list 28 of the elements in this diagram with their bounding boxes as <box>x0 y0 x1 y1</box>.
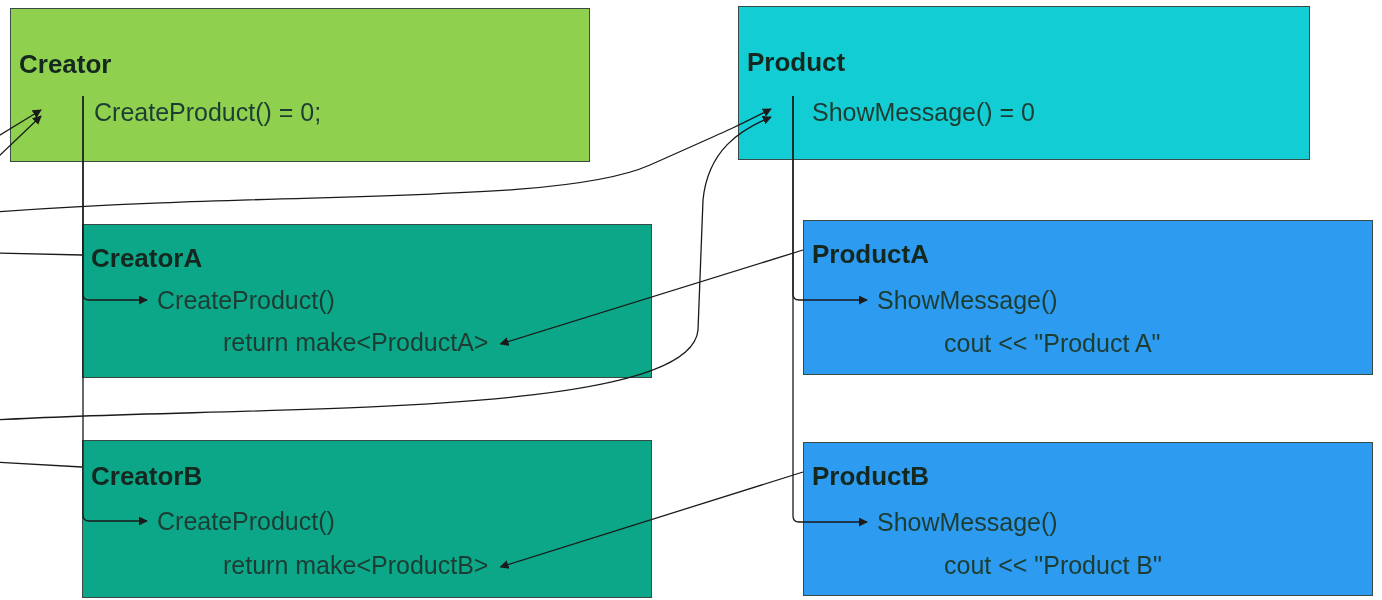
method-text: cout << "Product A" <box>944 329 1161 357</box>
method-text: ShowMessage() <box>877 286 1058 314</box>
method-text: CreateProduct() = 0; <box>94 98 322 126</box>
class-box <box>10 8 590 162</box>
class-name: CreatorA <box>91 243 203 274</box>
class-name: ProductA <box>812 239 929 270</box>
method-text: cout << "Product B" <box>944 551 1162 579</box>
method-text: CreateProduct() <box>157 286 335 314</box>
connector-arrow <box>0 108 772 213</box>
class-name: Creator <box>19 49 112 80</box>
connector-arrow <box>792 95 868 527</box>
class-box <box>82 224 652 378</box>
class-box <box>82 440 652 598</box>
class-box <box>738 6 1310 160</box>
class-box <box>803 442 1373 596</box>
method-text: CreateProduct() <box>157 507 335 535</box>
connector-arrow <box>82 95 148 526</box>
class-name: ProductB <box>812 461 929 492</box>
method-text: return make<ProductA> <box>223 328 489 356</box>
connector-arrow <box>0 116 772 421</box>
class-name: CreatorB <box>91 461 203 492</box>
connector-arrow <box>499 471 804 569</box>
method-text: return make<ProductB> <box>223 551 489 579</box>
connector-arrow <box>499 249 804 346</box>
method-text: ShowMessage() = 0 <box>812 98 1036 126</box>
method-text: ShowMessage() <box>877 508 1058 536</box>
class-name: Product <box>747 47 846 78</box>
class-box <box>803 220 1373 375</box>
